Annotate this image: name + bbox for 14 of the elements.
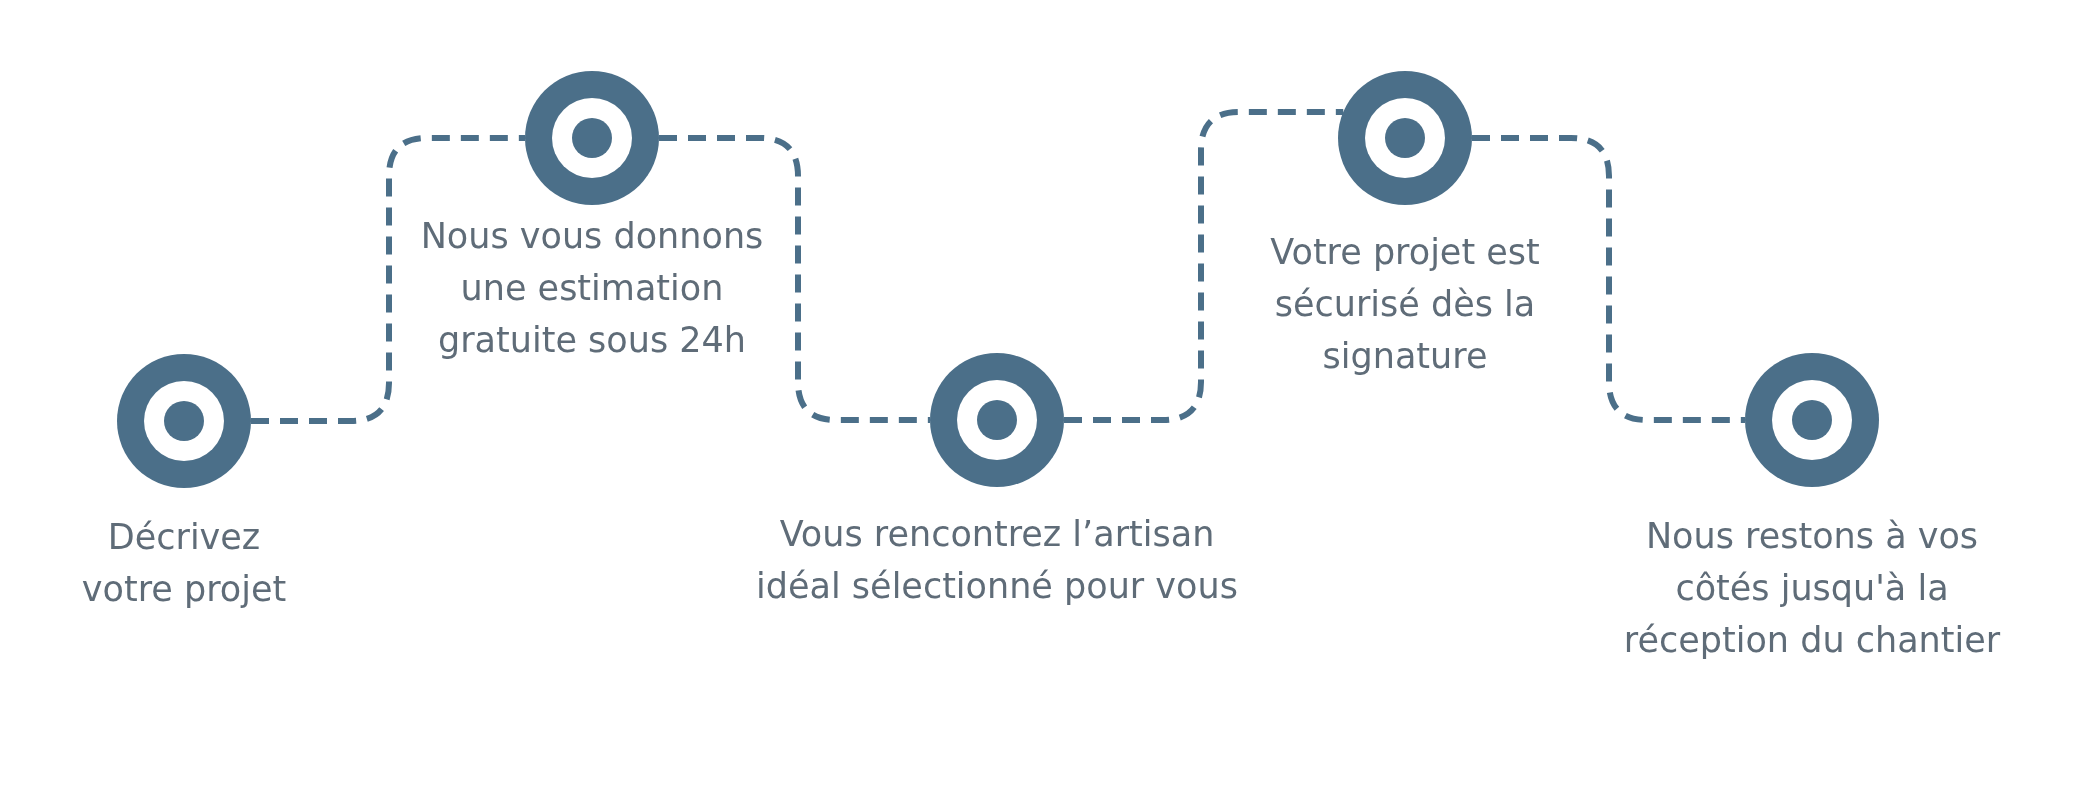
target-icon	[1745, 353, 1879, 487]
step-description: Votre projet est sécurisé dès la signature	[1269, 231, 1541, 378]
step-description: Nous restons à vos côtés jusqu'à la réception du chantier	[1622, 515, 2002, 662]
dashed-connector	[1064, 109, 1344, 423]
target-icon	[1338, 71, 1472, 205]
dashed-connector	[659, 135, 930, 423]
step-description: Décrivez votre projet	[80, 516, 288, 611]
step-description: Vous rencontrez l’artisan idéal sélectionné pour vous	[755, 513, 1239, 608]
target-icon	[930, 353, 1064, 487]
step-description: Nous vous donnons une estimation gratuite sous 24h	[419, 215, 765, 362]
target-icon	[117, 354, 251, 488]
dashed-connector	[251, 135, 525, 424]
target-icon	[525, 71, 659, 205]
dashed-connector	[1472, 135, 1745, 423]
